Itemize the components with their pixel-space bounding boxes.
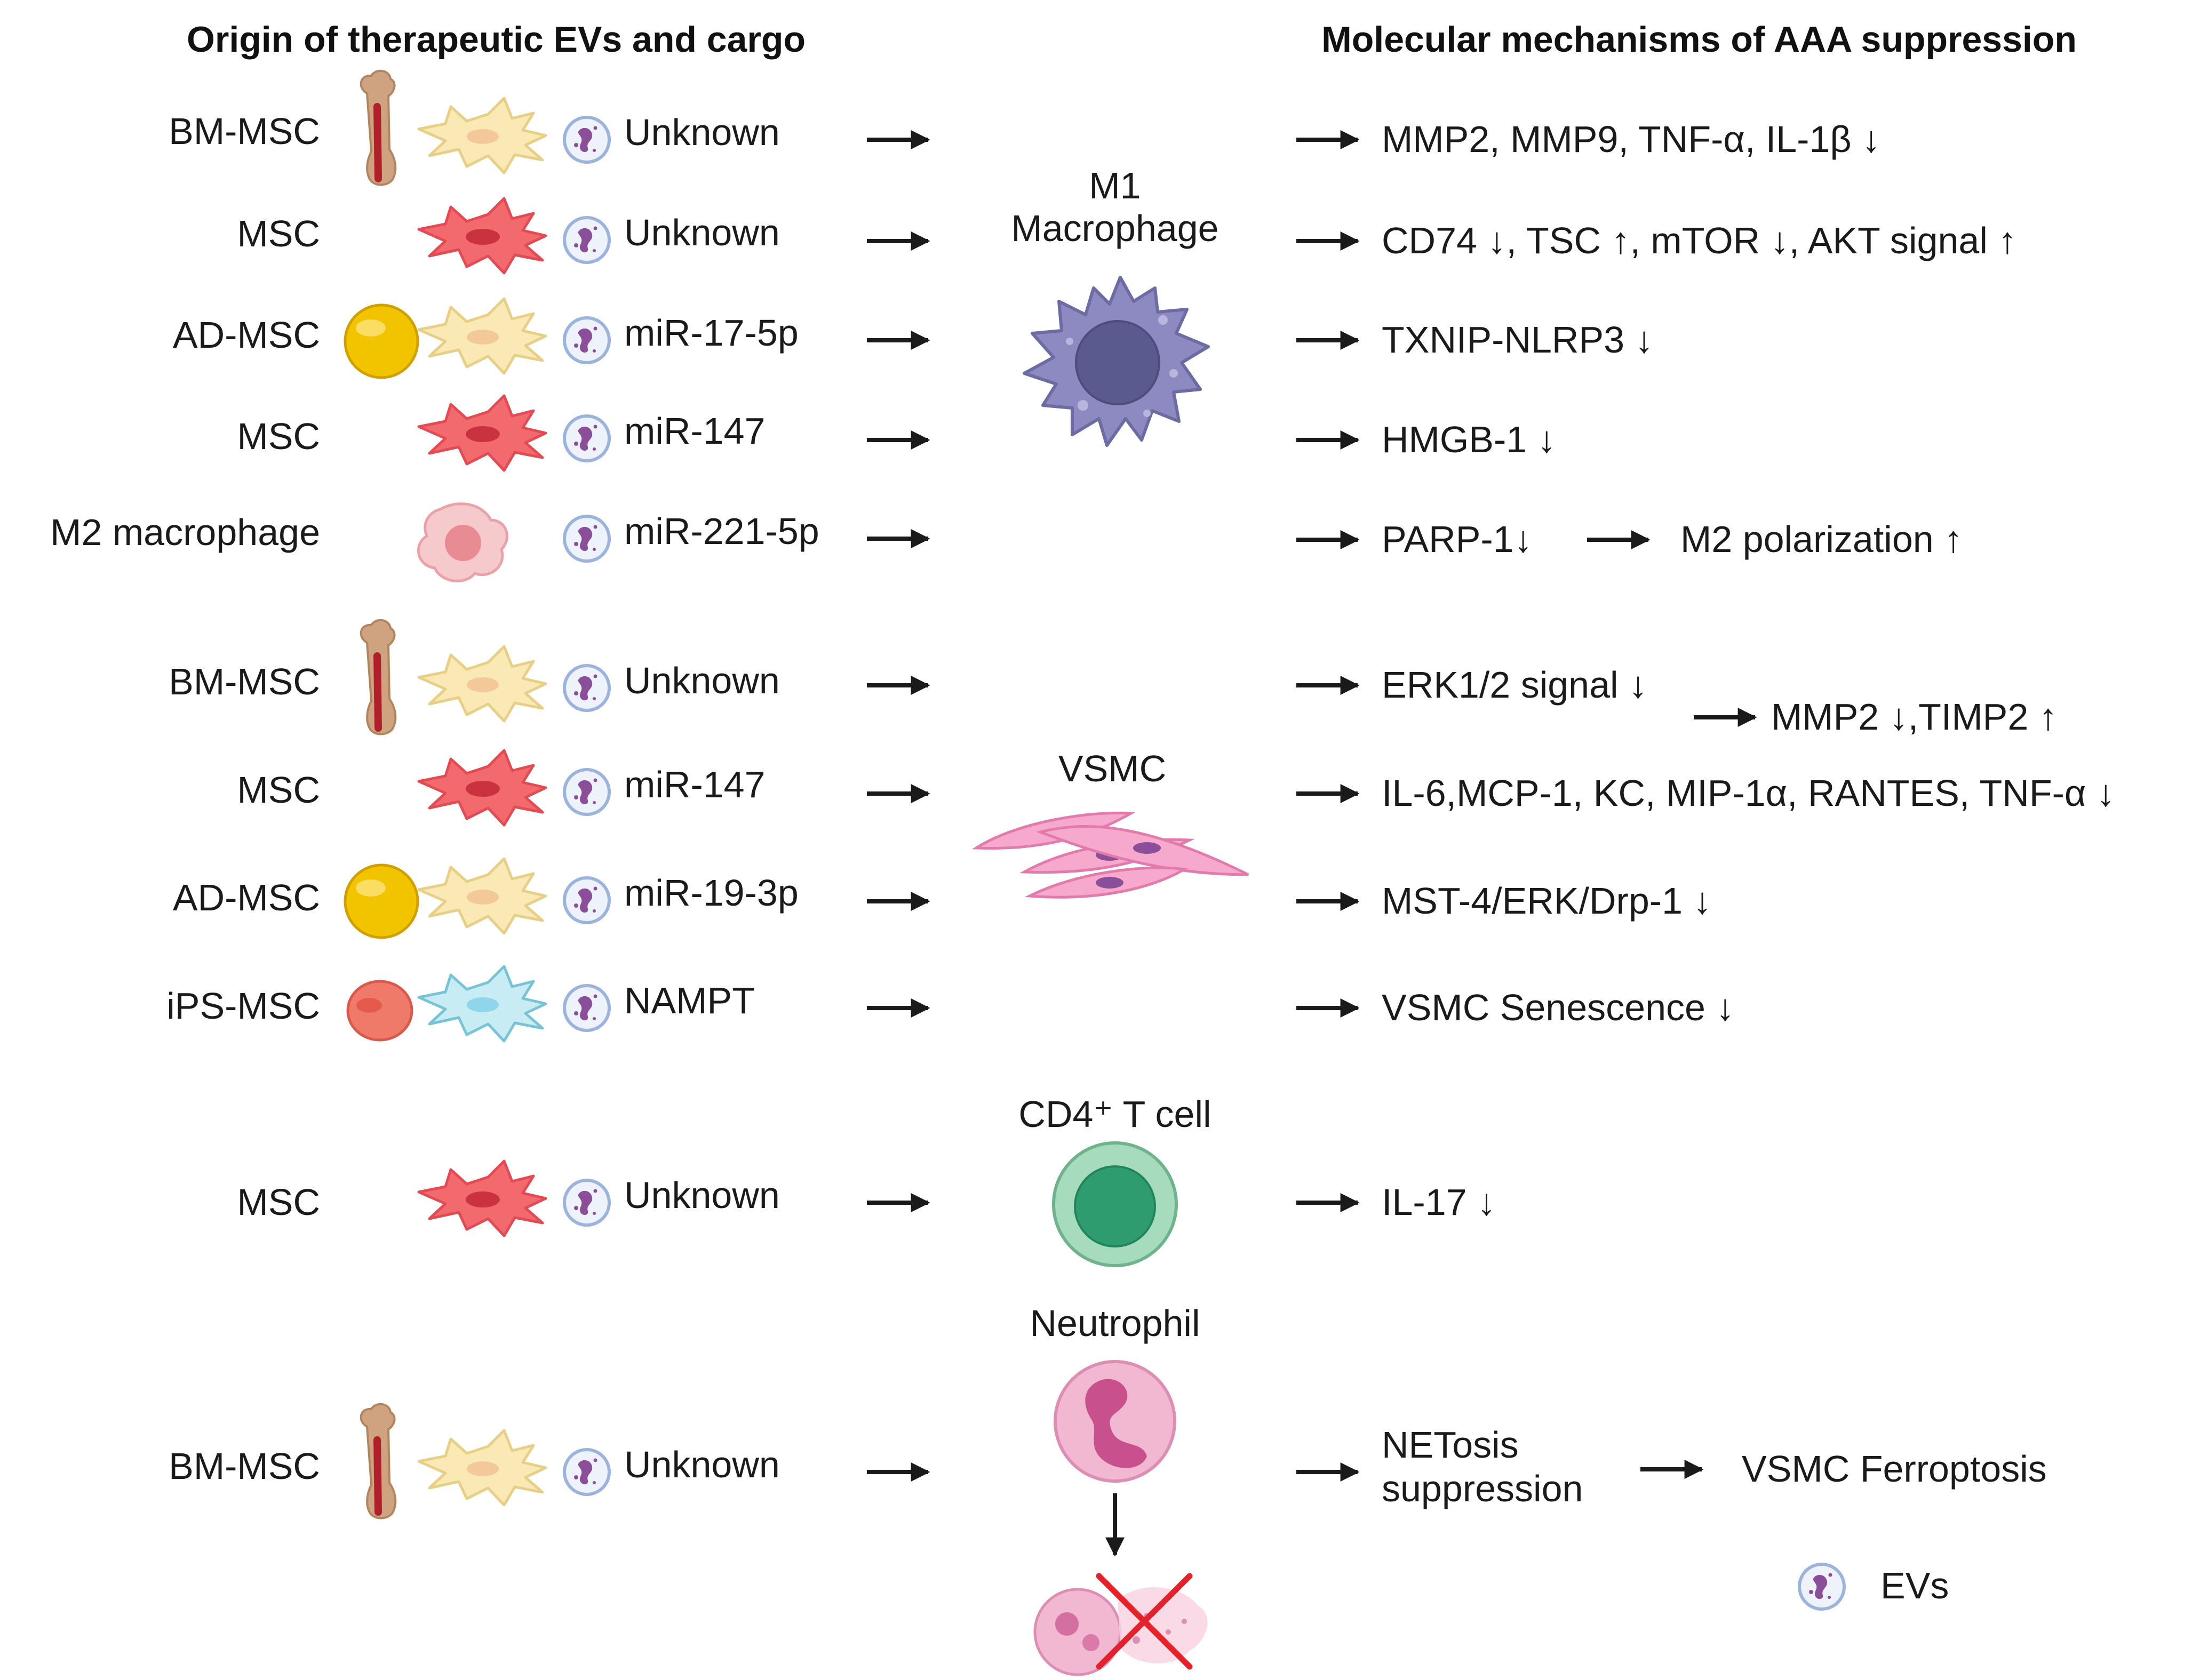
mechanism-label: MMP2, MMP9, TNF-α, IL-1β ↓ <box>1382 118 1880 160</box>
cargo-label: Unknown <box>624 212 780 253</box>
bone-marrow-icon <box>361 620 396 734</box>
cargo-label: NAMPT <box>624 980 755 1021</box>
source-label: M2 macrophage <box>50 511 320 553</box>
source-label: iPS-MSC <box>166 985 320 1027</box>
vsmc-label: VSMC <box>1058 748 1166 789</box>
cargo-label: miR-147 <box>624 410 766 452</box>
cargo-label: miR-221-5p <box>624 510 819 552</box>
ips-cell-icon <box>346 980 413 1042</box>
cell-nucleus-icon <box>466 1191 500 1207</box>
row-3: MSC miR-147 HMGB-1 ↓ <box>237 396 1556 470</box>
source-label: BM-MSC <box>169 661 320 702</box>
cell-nucleus-icon <box>467 997 499 1012</box>
ev-icon <box>564 416 609 461</box>
mechanism-label: IL-17 ↓ <box>1382 1181 1496 1223</box>
row-9: MSC Unknown IL-17 ↓ <box>237 1161 1496 1236</box>
legend-label: EVs <box>1880 1565 1949 1606</box>
bone-marrow-icon <box>361 1404 396 1518</box>
cargo-label: miR-147 <box>624 764 766 805</box>
neutrophil-target: Neutrophil <box>1030 1302 1208 1676</box>
cell-nucleus-icon <box>466 229 500 245</box>
vsmc-target: VSMC <box>971 748 1249 899</box>
ev-icon <box>564 1450 609 1494</box>
tcell-target: CD4⁺ T cell <box>1018 1093 1211 1267</box>
t-cell-nucleus-icon <box>1074 1165 1156 1247</box>
legend: EVs <box>1799 1564 1949 1609</box>
row-0: BM-MSC Unknown MMP2, MMP9, TNF-α, IL-1β … <box>169 71 1880 185</box>
mechanism-label: TXNIP-NLRP3 ↓ <box>1382 319 1654 361</box>
mechanism-label: CD74 ↓, TSC ↑, mTOR ↓, AKT signal ↑ <box>1382 220 2016 261</box>
adipocyte-icon <box>344 303 419 379</box>
cell-nucleus-icon <box>467 890 499 905</box>
downstream-label: M2 polarization ↑ <box>1680 518 1963 560</box>
adipocyte-icon <box>344 863 419 939</box>
ev-icon <box>564 516 609 561</box>
cell-nucleus-icon <box>467 330 499 345</box>
mechanism-label: ERK1/2 signal ↓ <box>1382 664 1647 706</box>
downstream-label: MMP2 ↓,TIMP2 ↑ <box>1771 696 2058 738</box>
source-label: BM-MSC <box>169 1445 320 1487</box>
row-6: MSC miR-147 IL-6,MCP-1, KC, MIP-1α, RANT… <box>237 750 2115 825</box>
m1-macrophage-target: M1 Macrophage <box>1011 165 1219 447</box>
ev-icon <box>564 878 609 923</box>
neutrophil-nucleus-icon <box>1085 1379 1147 1468</box>
m1-label-line1: M1 <box>1089 165 1141 206</box>
cell-nucleus-icon <box>467 677 499 692</box>
ev-icon <box>564 986 609 1030</box>
mechanism-label: IL-6,MCP-1, KC, MIP-1α, RANTES, TNF-α ↓ <box>1382 772 2115 814</box>
source-label: MSC <box>237 415 320 457</box>
m1-nucleus-icon <box>1075 320 1160 405</box>
tcell-label: CD4⁺ T cell <box>1018 1093 1211 1135</box>
ev-icon <box>564 770 609 814</box>
ev-icon <box>564 1180 609 1225</box>
source-label: MSC <box>237 769 320 811</box>
ev-icon <box>564 218 609 262</box>
mechanism-label-line1: NETosis <box>1382 1424 1519 1466</box>
neutrophil-label: Neutrophil <box>1030 1302 1200 1344</box>
mechanism-label-line2: suppression <box>1382 1468 1583 1509</box>
row-2: AD-MSC miR-17-5p TXNIP-NLRP3 ↓ <box>173 299 1654 379</box>
ev-icon <box>564 666 609 710</box>
mechanism-label: MST-4/ERK/Drp-1 ↓ <box>1382 880 1711 922</box>
source-label: MSC <box>237 213 320 254</box>
cargo-label: Unknown <box>624 1444 780 1485</box>
row-10: BM-MSC Unknown NETosis suppression VSMC … <box>169 1404 2047 1518</box>
row-5: BM-MSC Unknown ERK1/2 signal ↓ MMP2 ↓,TI… <box>169 620 2058 738</box>
cargo-label: Unknown <box>624 111 780 153</box>
cell-nucleus-icon <box>466 426 500 442</box>
source-label: AD-MSC <box>173 314 320 356</box>
source-label: BM-MSC <box>169 110 320 152</box>
source-label: MSC <box>237 1181 320 1223</box>
mechanism-label: PARP-1↓ <box>1382 518 1533 560</box>
row-1: MSC Unknown CD74 ↓, TSC ↑, mTOR ↓, AKT s… <box>237 198 2016 273</box>
cell-nucleus-icon <box>467 1461 499 1476</box>
cell-nucleus-icon <box>445 525 481 561</box>
source-label: AD-MSC <box>173 877 320 918</box>
cargo-label: Unknown <box>624 1174 780 1216</box>
cell-nucleus-icon <box>466 781 500 797</box>
cargo-label: miR-19-3p <box>624 872 799 914</box>
cargo-label: Unknown <box>624 660 780 701</box>
neutrophil-icon <box>1054 1360 1176 1483</box>
cell-nucleus-icon <box>467 129 499 144</box>
mechanism-label: VSMC Senescence ↓ <box>1382 987 1734 1028</box>
downstream-label: VSMC Ferroptosis <box>1742 1448 2047 1490</box>
row-8: iPS-MSC NAMPT VSMC Senescence ↓ <box>166 966 1734 1041</box>
bone-marrow-icon <box>361 71 396 185</box>
row-4: M2 macrophage miR-221-5p PARP-1↓ M2 pola… <box>50 502 1963 582</box>
header-origin: Origin of therapeutic EVs and cargo <box>187 19 806 60</box>
ev-icon <box>564 318 609 363</box>
netosis-debris-icon <box>1033 1587 1208 1676</box>
row-7: AD-MSC miR-19-3p MST-4/ERK/Drp-1 ↓ <box>173 859 1711 939</box>
cross-icon <box>1096 1573 1193 1670</box>
ev-legend-icon <box>1799 1564 1844 1609</box>
cargo-label: miR-17-5p <box>624 312 799 354</box>
mechanism-label: HMGB-1 ↓ <box>1382 419 1556 460</box>
header-mechanisms: Molecular mechanisms of AAA suppression <box>1321 19 2077 60</box>
m1-label-line2: Macrophage <box>1011 207 1218 249</box>
ev-icon <box>564 117 609 162</box>
